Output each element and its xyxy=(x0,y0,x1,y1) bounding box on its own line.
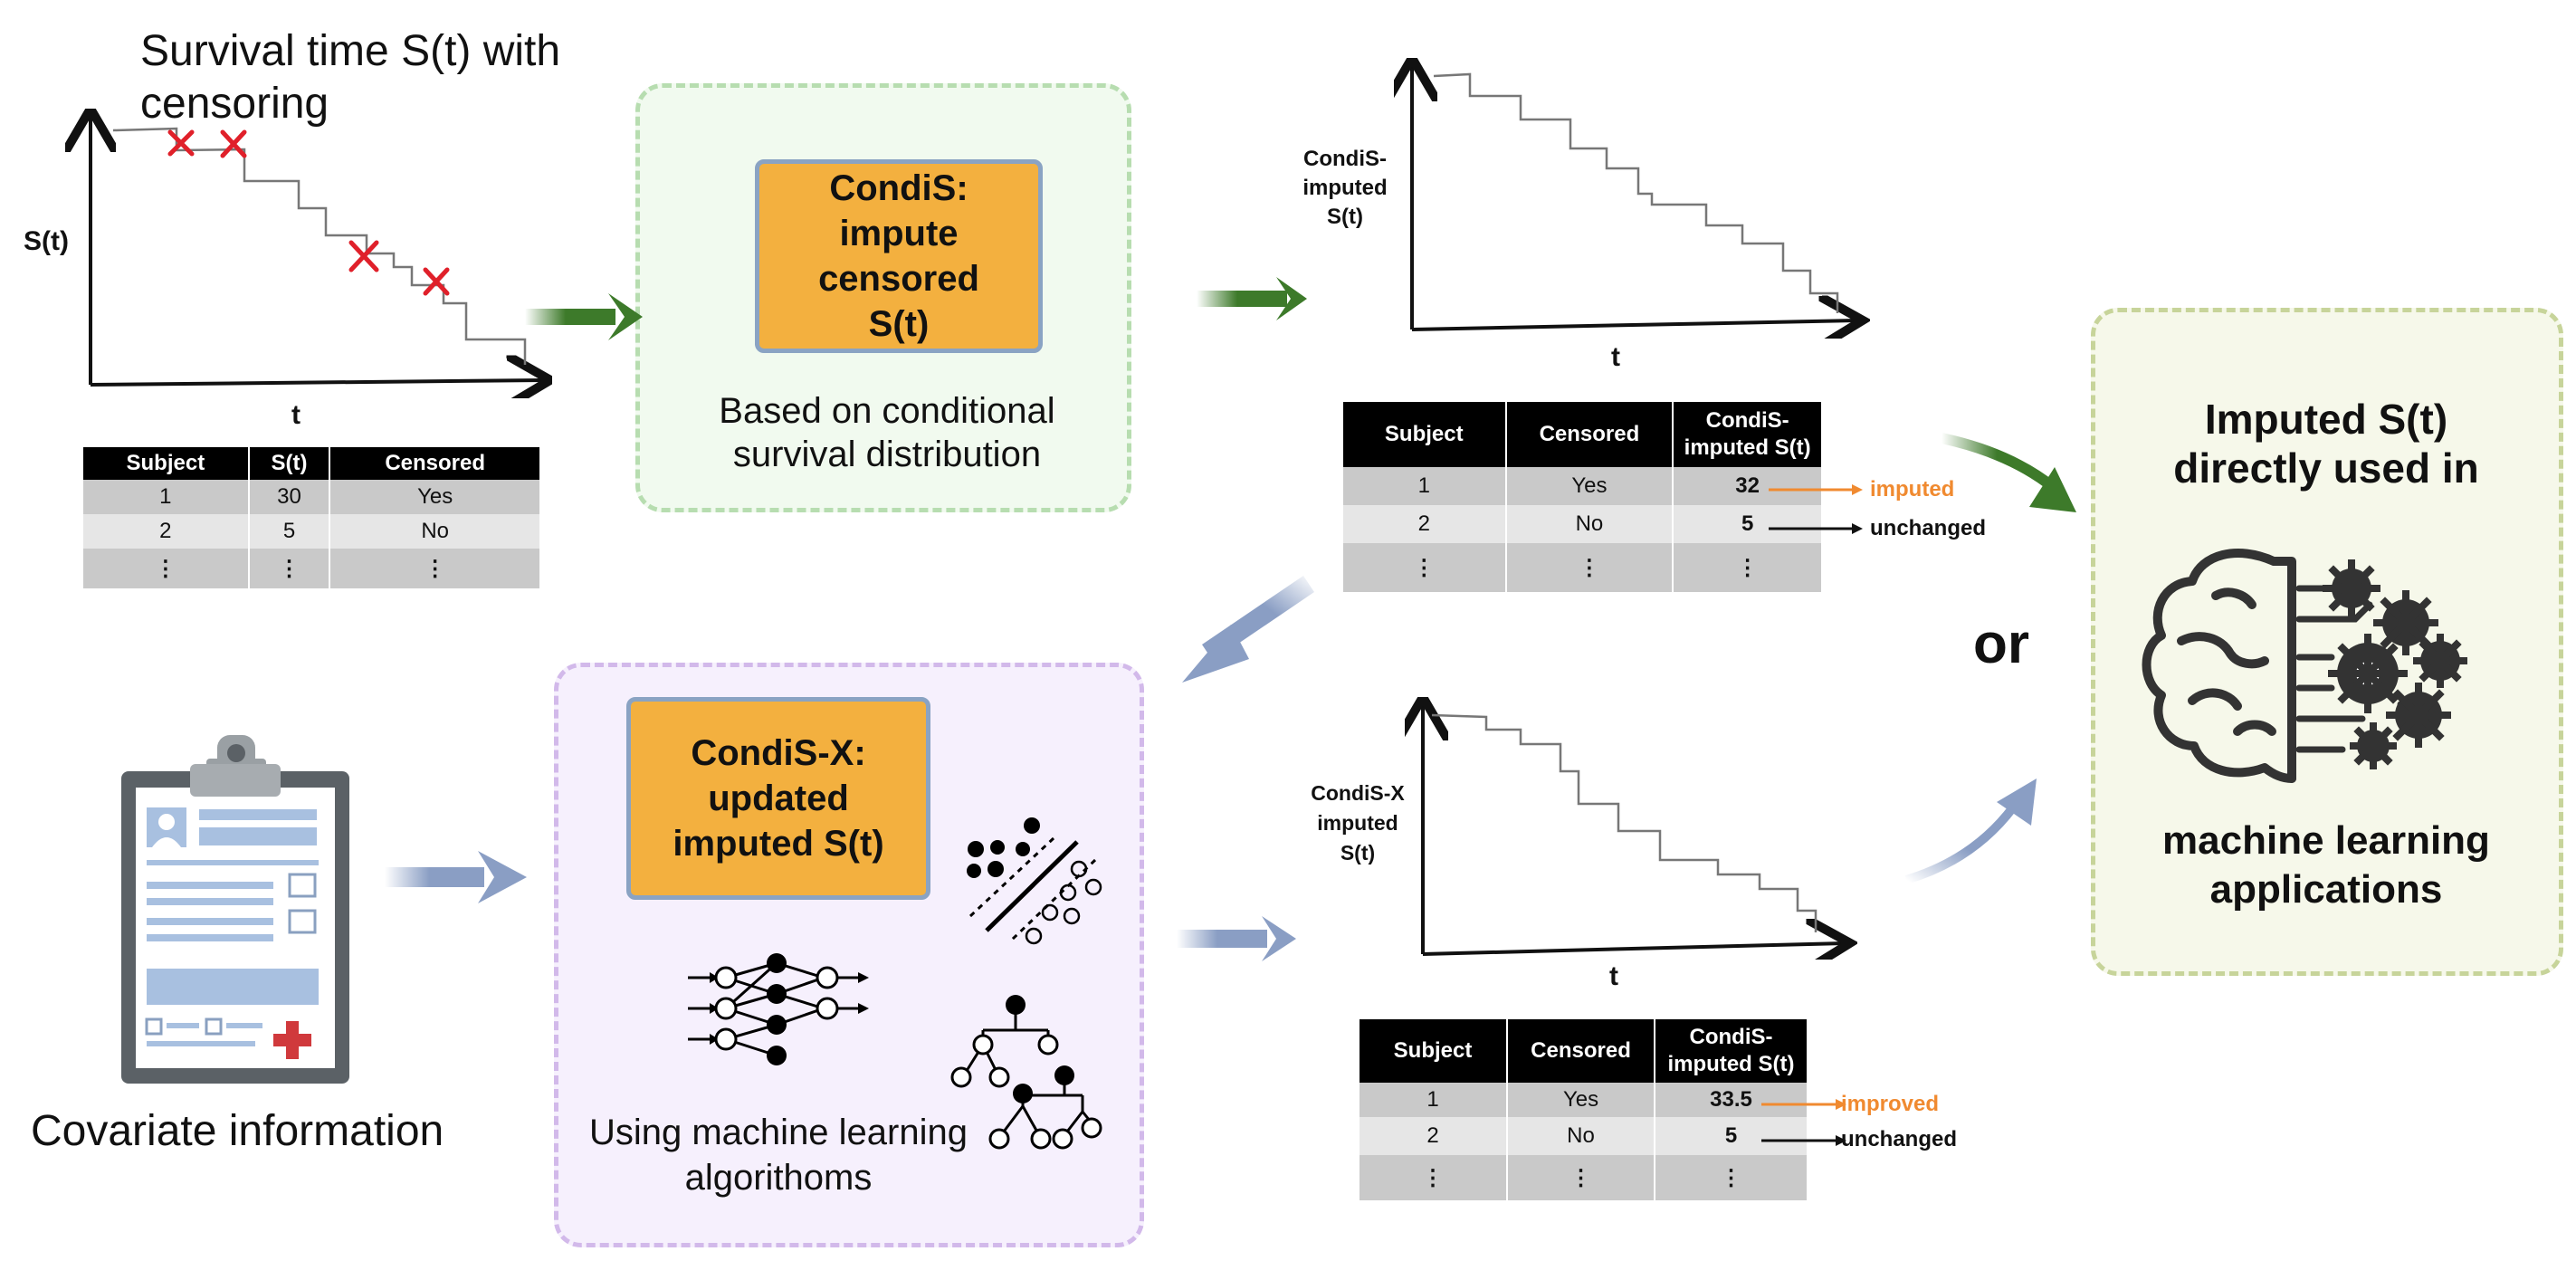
condis-plot-y-label: CondiS- imputed S(t) xyxy=(1302,147,1388,229)
table-cell: ⋮ xyxy=(247,549,330,588)
table-cell: Yes xyxy=(1506,1083,1655,1117)
survival-title: Survival time S(t) with censoring xyxy=(140,27,561,128)
table-cell: 5 xyxy=(247,514,330,549)
svm-scatter-icon xyxy=(967,817,1102,945)
applications-panel xyxy=(2091,308,2563,976)
arrow-right-green-2 xyxy=(1197,277,1307,320)
neural-network-icon xyxy=(688,953,869,1065)
censor-marks xyxy=(167,129,450,296)
condis-annotation-arrows xyxy=(1769,484,1863,534)
table-header: Subject xyxy=(83,447,249,480)
table-cell: ⋮ xyxy=(1506,1155,1655,1200)
condis-x-description: Using machine learning algorithoms xyxy=(588,1113,968,1198)
arrow-right-blue-2 xyxy=(1177,916,1296,961)
covariate-label: Covariate information xyxy=(31,1107,444,1155)
applications-footer: machine learning applications xyxy=(2162,818,2490,912)
survival-x-label: t xyxy=(291,400,301,430)
condis-method-box: CondiS: impute censored S(t) xyxy=(755,159,1043,353)
survival-y-label: S(t) xyxy=(24,226,69,256)
survival-plot xyxy=(63,109,552,398)
table-cell: Yes xyxy=(1504,467,1674,505)
arrow-diagonal-blue xyxy=(1182,576,1314,683)
table-header: CondiS- imputed S(t) xyxy=(1672,402,1821,467)
table-header: Subject xyxy=(1343,402,1506,467)
table-cell: 1 xyxy=(1360,1083,1508,1117)
table-cell: Yes xyxy=(329,480,539,514)
arrow-curved-green xyxy=(1940,433,2076,512)
annotation-unchanged-2: unchanged xyxy=(1841,1127,1958,1151)
condis-x-annotation-arrows xyxy=(1761,1099,1846,1146)
condis-x-plot xyxy=(1405,697,1866,960)
arrow-right-blue-1 xyxy=(385,851,527,903)
arrow-curved-blue xyxy=(1904,779,2037,884)
table-cell: 5 xyxy=(1672,505,1821,543)
clipboard-icon xyxy=(121,735,349,1084)
table-cell: 2 xyxy=(83,514,249,549)
table-cell: 1 xyxy=(83,480,249,514)
table-header: S(t) xyxy=(247,447,330,480)
condis-table: Subject Censored CondiS- imputed S(t) 1 … xyxy=(1343,402,1821,592)
table-cell: ⋮ xyxy=(1672,543,1821,592)
decision-tree-icon xyxy=(950,995,1102,1150)
annotation-imputed: imputed xyxy=(1870,477,1955,501)
table-cell: ⋮ xyxy=(1504,543,1674,592)
table-cell: ⋮ xyxy=(1343,543,1506,592)
table-cell: 2 xyxy=(1360,1117,1508,1155)
table-cell: 2 xyxy=(1343,505,1506,543)
condis-x-plot-y-label: CondiS-X imputed S(t) xyxy=(1311,781,1405,864)
survival-axes xyxy=(91,116,543,385)
arrow-right-green-1 xyxy=(525,293,643,340)
condis-plot xyxy=(1394,58,1874,339)
table-cell: 5 xyxy=(1654,1117,1807,1155)
table-header: Censored xyxy=(329,447,539,480)
table-header: Censored xyxy=(1506,1019,1655,1083)
table-cell: No xyxy=(329,514,539,549)
annotation-unchanged: unchanged xyxy=(1870,516,1987,540)
condis-plot-x-label: t xyxy=(1611,342,1620,372)
or-label: or xyxy=(1973,613,2029,675)
table-header: Censored xyxy=(1504,402,1674,467)
table-cell: No xyxy=(1504,505,1674,543)
table-cell: No xyxy=(1506,1117,1655,1155)
condis-x-plot-x-label: t xyxy=(1609,961,1618,991)
condis-x-method-box: CondiS-X: updated imputed S(t) xyxy=(626,697,930,900)
table-cell: 33.5 xyxy=(1654,1083,1807,1117)
table-cell: ⋮ xyxy=(1654,1155,1807,1200)
condis-x-table: Subject Censored CondiS- imputed S(t) 1 … xyxy=(1360,1019,1807,1200)
table-header: Subject xyxy=(1360,1019,1508,1083)
survival-table: Subject S(t) Censored 1 30 Yes 2 5 No ⋮ … xyxy=(83,447,539,588)
table-cell: ⋮ xyxy=(83,549,249,588)
applications-heading: Imputed S(t) directly used in xyxy=(2173,396,2479,492)
table-cell: ⋮ xyxy=(329,549,539,588)
condis-curve xyxy=(1433,72,1839,313)
condis-description: Based on conditional survival distributi… xyxy=(719,391,1055,474)
brain-gears-icon xyxy=(2142,549,2467,783)
table-cell: 32 xyxy=(1672,467,1821,505)
condis-method-label: CondiS: impute censored S(t) xyxy=(818,168,979,344)
condis-x-curve xyxy=(1431,713,1818,932)
table-cell: 30 xyxy=(247,480,330,514)
annotation-improved: improved xyxy=(1841,1092,1940,1116)
table-header: CondiS- imputed S(t) xyxy=(1654,1019,1807,1083)
condis-x-method-label: CondiS-X: updated imputed S(t) xyxy=(673,733,884,864)
table-cell: ⋮ xyxy=(1360,1155,1508,1200)
table-cell: 1 xyxy=(1343,467,1506,505)
